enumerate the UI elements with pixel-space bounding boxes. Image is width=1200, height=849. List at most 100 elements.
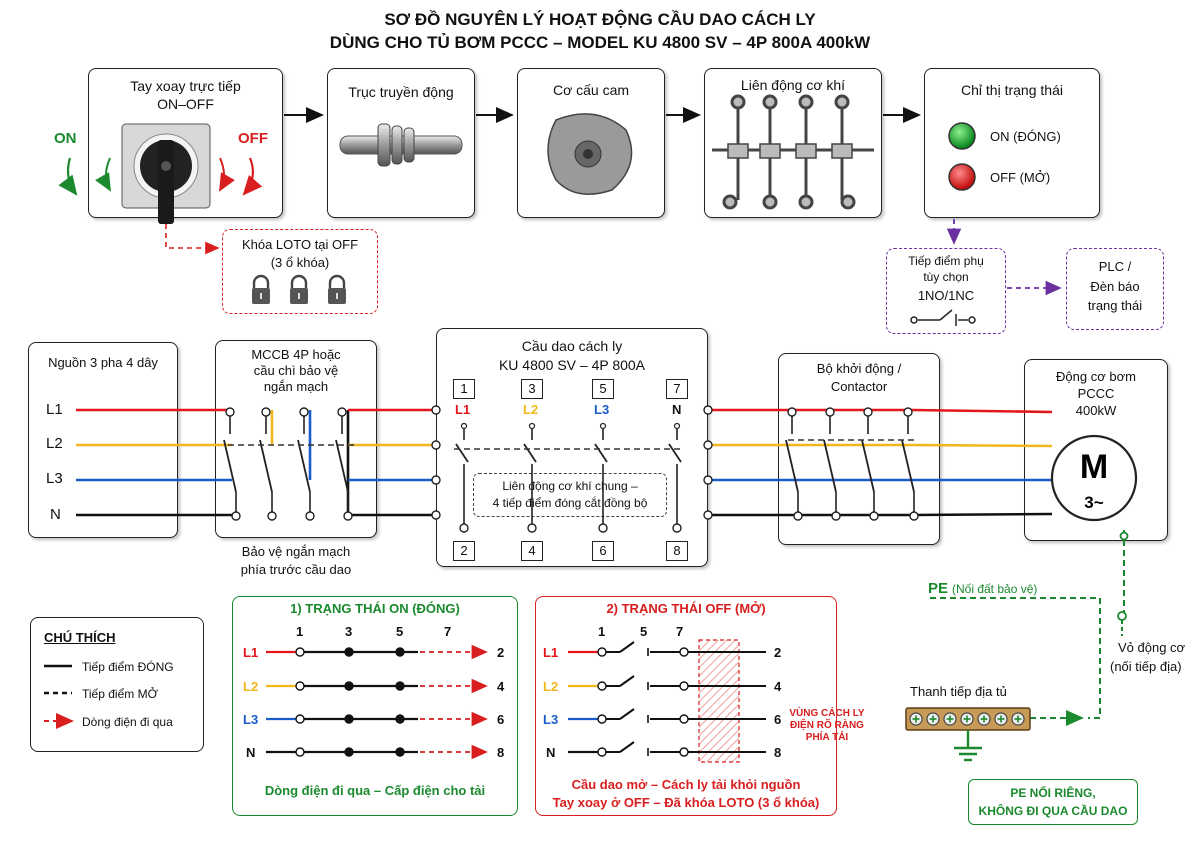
isolation-zone-line2: ĐIỆN RÕ RÀNG <box>790 720 864 731</box>
mccb-note2: phía trước cầu dao <box>240 562 352 577</box>
contactor-motor-0 <box>911 408 1053 414</box>
on-node-1-1 <box>344 681 354 691</box>
power-lines <box>76 408 1053 517</box>
source-phase-n: N <box>50 506 61 523</box>
rotary-handle-icon <box>121 123 211 224</box>
on-node-0-2 <box>395 647 405 657</box>
on-col-5: 5 <box>396 624 404 639</box>
on-node-3-0 <box>295 747 305 757</box>
iso-bot-2 <box>598 523 608 533</box>
iso-out-1 <box>703 440 713 450</box>
pole-l3: L3 <box>594 402 610 417</box>
mccb-line3: ngắn mạch <box>263 379 329 394</box>
off-row-l1: L1 <box>543 645 559 660</box>
off-end-8: 8 <box>774 745 782 760</box>
off-node-a-2 <box>597 714 607 724</box>
green-indicator-icon <box>948 122 976 150</box>
plc-box <box>1066 248 1164 330</box>
terminal-7: 7 <box>666 379 688 399</box>
source-phase-l1: L1 <box>46 401 63 418</box>
on-end-6: 6 <box>497 712 505 727</box>
terminal-4: 4 <box>521 541 543 561</box>
off-end-6: 6 <box>774 712 782 727</box>
on-node-0-1 <box>344 647 354 657</box>
on-col-3: 3 <box>345 624 353 639</box>
off-node-b-3 <box>679 747 689 757</box>
source-phase-l2: L2 <box>46 435 63 452</box>
off-node-a-3 <box>597 747 607 757</box>
terminal-8: 8 <box>666 541 688 561</box>
pole-n: N <box>672 402 682 417</box>
on-rotation-arrow-icon <box>58 157 78 196</box>
mccb-contacts-blade-2 <box>297 439 311 493</box>
off-blade-0 <box>619 641 635 653</box>
off-row-l3: L3 <box>543 712 559 727</box>
shaft-title: Trục truyền động <box>348 84 454 100</box>
off-col-5: 5 <box>640 624 648 639</box>
mccb-box <box>215 340 377 538</box>
source-phase-l3: L3 <box>46 470 63 487</box>
iso-out-0 <box>703 405 713 415</box>
contactor-line1: Bộ khởi động / <box>816 361 902 376</box>
motor-symbol-phase: 3~ <box>1084 493 1103 512</box>
mccb-contacts-bot-0 <box>231 511 241 521</box>
on-row-l3: L3 <box>243 712 259 727</box>
pe-note2: KHÔNG ĐI QUA CẦU DAO <box>978 804 1128 818</box>
cam-mechanism-icon <box>547 113 633 195</box>
handle-on-label: ON <box>54 130 77 147</box>
iso-in-0 <box>431 405 441 415</box>
off-node-b-0 <box>679 647 689 657</box>
terminal-3: 3 <box>521 379 543 399</box>
handle-off-label: OFF <box>238 130 268 147</box>
mechanical-interlock-icon <box>712 94 874 210</box>
diagram-title-line2: DÙNG CHO TỦ BƠM PCCC – MODEL KU 4800 SV … <box>329 33 871 52</box>
iso-out-2 <box>703 475 713 485</box>
padlock-icons <box>252 274 346 304</box>
common-interlock-line1: Liên động cơ khí chung – <box>502 479 638 493</box>
motor-symbol <box>1050 434 1138 522</box>
on-node-0-0 <box>295 647 305 657</box>
motor-frame-line2: (nối tiếp địa) <box>1110 659 1182 674</box>
mccb-contacts <box>223 407 353 521</box>
terminal-5: 5 <box>592 379 614 399</box>
loto-box <box>222 229 378 314</box>
aux-contact-symbol <box>910 309 976 326</box>
red-indicator-icon <box>948 163 976 191</box>
drive-shaft-icon <box>339 123 463 167</box>
iso-in-1 <box>431 440 441 450</box>
iso-top-dot-0 <box>460 422 468 430</box>
pole-l1: L1 <box>455 402 471 417</box>
off-node-b-1 <box>679 681 689 691</box>
contactor-contacts-blade-2 <box>861 439 875 493</box>
mccb-contacts-bot-3 <box>343 511 353 521</box>
legend-title: CHÚ THÍCH <box>44 630 116 645</box>
off-node-a-1 <box>597 681 607 691</box>
iso-blade-0 <box>455 443 469 463</box>
pe-note1: PE NỐI RIÊNG, <box>1010 786 1096 800</box>
terminal-1: 1 <box>453 379 475 399</box>
loto-line2: (3 ổ khóa) <box>270 255 330 270</box>
terminal-6: 6 <box>592 541 614 561</box>
mccb-contacts-blade-3 <box>335 439 349 493</box>
legend-current: Dòng điện đi qua <box>82 715 173 729</box>
off-node-b-2 <box>679 714 689 724</box>
status-on-label: ON (ĐÓNG) <box>990 129 1061 144</box>
contactor-contacts <box>785 407 919 521</box>
off-rotation-inner-icon <box>219 157 235 192</box>
off-blade-2 <box>619 708 635 720</box>
isolator-line2: KU 4800 SV – 4P 800A <box>498 357 646 373</box>
on-node-1-0 <box>295 681 305 691</box>
source-title: Nguồn 3 pha 4 dây <box>48 355 158 370</box>
mccb-contacts-top-2 <box>299 407 309 417</box>
on-node-2-2 <box>395 714 405 724</box>
mccb-note1: Bảo vệ ngắn mạch <box>241 544 351 559</box>
contactor-contacts-bot-2 <box>869 511 879 521</box>
motor-line3: 400kW <box>1075 403 1117 418</box>
plc-line1: PLC / <box>1098 259 1132 274</box>
ground-bar-label: Thanh tiếp địa tủ <box>910 684 1007 699</box>
off-row-n: N <box>546 745 556 760</box>
aux-line1: Tiếp điểm phụ <box>908 254 984 268</box>
pole-l2: L2 <box>523 402 539 417</box>
on-row-l1: L1 <box>243 645 259 660</box>
